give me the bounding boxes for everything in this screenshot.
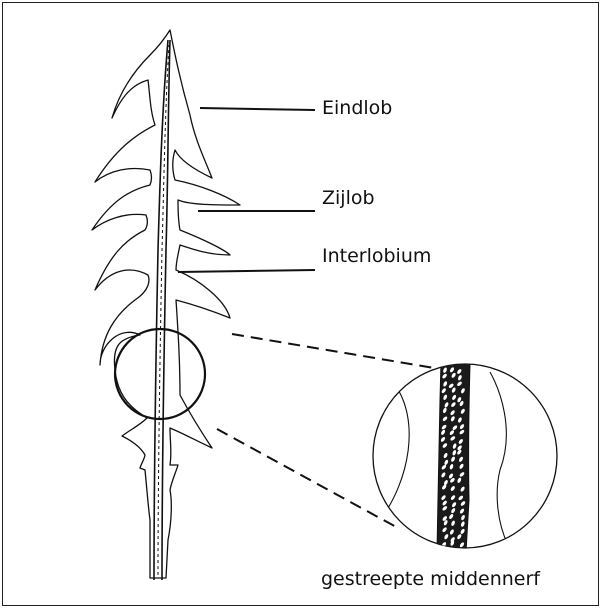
magnify-circle-small: [115, 329, 205, 419]
label-eindlob: Eindlob: [322, 99, 392, 118]
label-interlobium: Interlobium: [322, 247, 431, 266]
connector-line-bottom: [217, 429, 398, 528]
pointer-line-interlobium: [178, 270, 315, 272]
pointer-line-eindlob: [200, 108, 315, 110]
caption-gestreepte-middennerf: gestreepte middennerf: [321, 570, 540, 589]
connector-line-top: [232, 334, 458, 372]
magnified-view: [373, 362, 557, 552]
label-zijlob: Zijlob: [322, 189, 375, 208]
midrib-stripe: [158, 45, 169, 575]
